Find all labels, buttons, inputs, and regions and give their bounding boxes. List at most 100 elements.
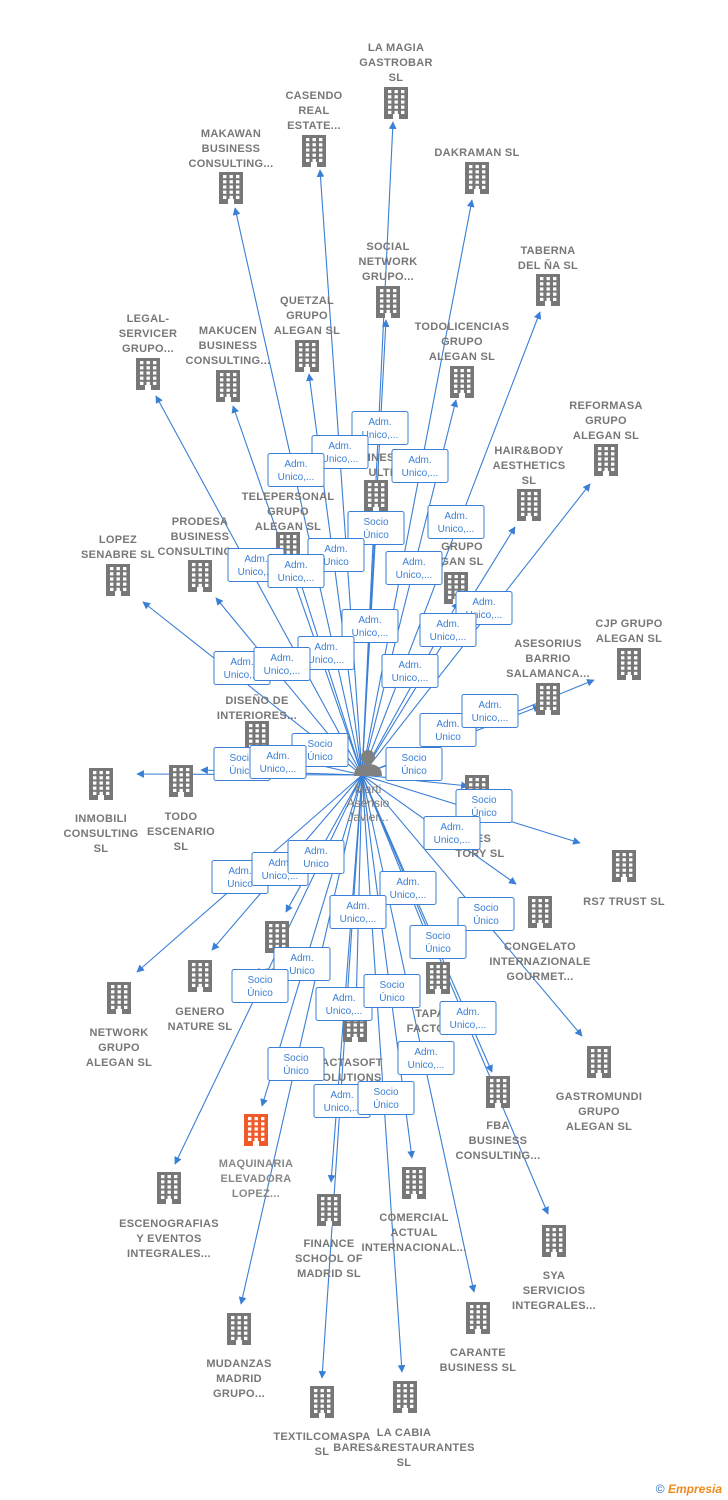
company-label-line: REFORMASA: [569, 400, 643, 412]
role-badge-line: Unico,...: [450, 1020, 487, 1031]
role-badge[interactable]: Adm.Unico,...: [267, 554, 325, 588]
company-label-line: ALEGAN SL: [255, 521, 321, 533]
role-badge[interactable]: Adm.Unico,...: [379, 871, 437, 905]
company-label-line: GRUPO: [441, 336, 483, 348]
role-badge-line: Adm.: [270, 653, 293, 664]
role-badge-line: Adm.: [358, 615, 381, 626]
company-label-line: CONSULTING...: [186, 355, 271, 367]
company-label: RS7 TRUST SL: [583, 896, 665, 908]
role-badge[interactable]: Adm.Unico,...: [297, 636, 355, 670]
role-badge[interactable]: Adm.Unico,...: [311, 435, 369, 469]
company-label-line: CONSULTING...: [456, 1150, 541, 1162]
role-badge-text: Adm.Unico,...: [438, 511, 475, 535]
company-label-line: BUSINESS: [199, 340, 258, 352]
role-badge-text: Adm.Unico: [227, 866, 253, 890]
role-badge[interactable]: Adm.Unico,...: [381, 654, 439, 688]
role-badge[interactable]: Adm.Unico,...: [249, 745, 307, 779]
role-badge-line: Único: [307, 750, 333, 763]
role-badge[interactable]: Adm.Unico,...: [439, 1001, 497, 1035]
role-badge[interactable]: Adm.Unico,...: [385, 551, 443, 585]
company-label-line: FBA: [486, 1120, 510, 1132]
role-badge[interactable]: Adm.Unico,...: [397, 1041, 455, 1075]
footer-brand[interactable]: © Empresia: [656, 1482, 722, 1496]
role-badge[interactable]: Adm.Unico,...: [427, 505, 485, 539]
company-node-rs7[interactable]: RS7 TRUST SL: [583, 850, 665, 908]
company-node-dakraman[interactable]: DAKRAMAN SL: [434, 147, 519, 194]
role-badge[interactable]: Adm.Unico,...: [341, 609, 399, 643]
role-badge[interactable]: Adm.Unico,...: [267, 453, 325, 487]
edge-sya: [361, 774, 549, 1215]
role-badge[interactable]: Adm.Unico,...: [329, 895, 387, 929]
role-badge[interactable]: Adm.Unico,...: [315, 987, 373, 1021]
company-label-line: SL: [522, 475, 537, 487]
company-label-line: GRUPO...: [213, 1388, 265, 1400]
building-icon: [219, 172, 243, 204]
role-badge[interactable]: Adm.Unico,...: [461, 694, 519, 728]
building-icon: [594, 444, 618, 476]
edge-legal: [155, 395, 363, 776]
role-badge[interactable]: Adm.Unico,...: [419, 613, 477, 647]
role-badge[interactable]: Adm.Unico,...: [423, 816, 481, 850]
role-badge[interactable]: Adm.Unico,...: [391, 449, 449, 483]
role-badge-text: Adm.Unico: [289, 953, 315, 977]
role-badge-line: Unico: [435, 732, 461, 743]
company-label-line: MUDANZAS: [206, 1358, 271, 1370]
company-label-line: LA MAGIA: [368, 42, 424, 54]
company-label-line: ACTASOFT: [321, 1057, 382, 1069]
role-badge[interactable]: Adm.Unico,...: [253, 647, 311, 681]
building-icon: [542, 1225, 566, 1257]
role-badge[interactable]: Adm.Unico: [287, 840, 345, 874]
role-badge-line: Socio: [307, 739, 332, 750]
role-badge-line: Unico,...: [324, 1103, 361, 1114]
company-label: DAKRAMAN SL: [434, 147, 519, 159]
role-badge-line: Unico: [227, 879, 253, 890]
role-badge-line: Socio: [425, 931, 450, 942]
